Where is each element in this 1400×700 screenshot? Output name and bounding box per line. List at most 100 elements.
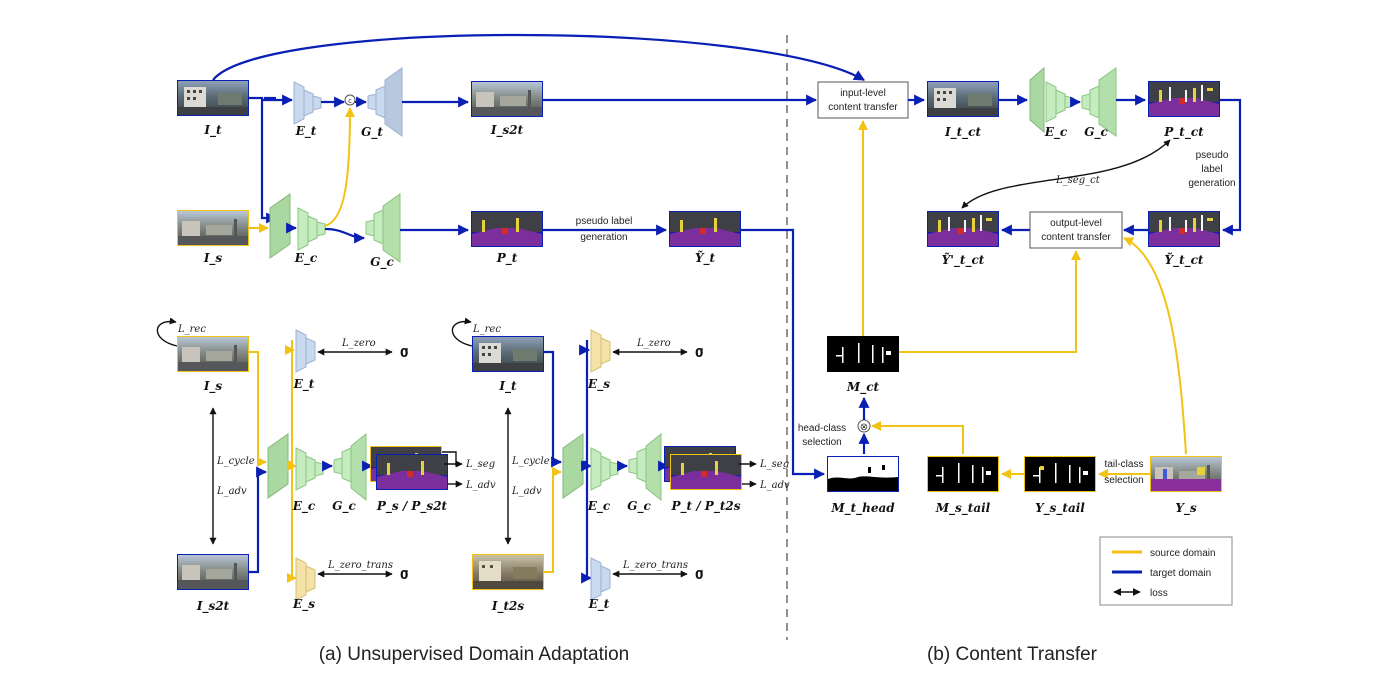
label-Is2t: I_s2t [490,123,524,138]
image-It2s [472,554,544,590]
image-Yprime-t-ct [927,211,999,247]
image-Ys [1150,456,1222,492]
label-Ys: Y_s [1175,501,1197,516]
label-It: I_t [203,123,222,138]
shared-block-top [269,193,291,259]
loss-zero-trans-a2: L_zero_trans [622,560,688,571]
pseudo-text: pseudo [1196,150,1229,161]
loss-adv-a2: L_adv [759,480,790,491]
label-Gc-ct: G_c [1084,125,1108,140]
image-Is2t [471,81,543,117]
label-Gt: G_t [361,125,383,140]
image-Pt-Pt2s [664,446,742,490]
loss-seg-a2: L_seg [759,459,789,470]
output-level-transfer-box [1029,211,1123,249]
label-Is2t-bottom: I_s2t [196,599,230,614]
image-Pt-ct [1148,81,1220,117]
decoder-Gc-a1 [333,432,367,502]
image-Ps-Ps2t [370,446,448,490]
label-Ec: E_c [294,251,318,266]
shared-block-a1 [267,433,289,499]
arc-It-to-input-transfer [212,33,865,81]
loss-zero-a2: L_zero [636,338,671,349]
label-It-bottom: I_t [498,379,517,394]
head-class-line2: selection [802,437,841,448]
label-Mct: M_ct [846,380,880,395]
label-Ec-a2: E_c [587,499,611,514]
encoder-Ec-ct [1029,66,1074,134]
shared-block-a2 [562,433,584,499]
label-Gc: G_c [370,255,394,270]
loss-adv-left: L_adv [216,486,247,497]
head-class-line1: head-class [798,423,846,434]
image-It [177,80,249,116]
label-Ys-tail: Y_s_tail [1035,501,1085,516]
image-Yt-ct [1148,211,1220,247]
loss-adv-right: L_adv [511,486,542,497]
legend-loss-label: loss [1150,588,1168,599]
image-It-ct [927,81,999,117]
tail-class-line2: selection [1104,475,1143,486]
label-Is-bottom: I_s [203,379,223,394]
image-Mt-head [827,456,899,492]
decoder-Gc-a2 [628,432,662,502]
label-text: label [1201,164,1222,175]
arrow-Ec-to-concat [324,107,355,227]
label-Ec-a1: E_c [292,499,316,514]
image-Ys-tail [1024,456,1096,492]
loss-seg-a1: L_seg [465,459,495,470]
label-Mt-head: M_t_head [830,501,895,516]
loss-rec-arc [156,317,178,347]
decoder-Gc-ct [1081,67,1117,137]
decoder-Gc [365,193,401,263]
pseudo-label-text-1: pseudo label [576,216,633,227]
label-Et-a2: E_t [588,597,610,612]
encoder-Ec-a2 [590,447,619,491]
image-Pt [471,211,543,247]
loss-cycle-right: L_cycle [511,456,550,467]
label-It2s: I_t2s [491,599,525,614]
label-Gc-a2: G_c [627,499,651,514]
generation-text: generation [1188,178,1235,189]
label-Ec-ct: E_c [1044,125,1068,140]
loss-adv-a1: L_adv [465,480,496,491]
multiply-symbol: ⊗ [860,422,868,433]
loss-seg-ct-arc [961,139,1171,209]
encoder-Et [293,81,322,125]
image-Mct [827,336,899,372]
input-level-line2: content transfer [828,102,898,113]
label-Yprime-t-ct: Ỹ'_t_ct [942,252,985,268]
zero-vec-a2b: 0⃗ [695,568,703,582]
label-Et: E_t [295,124,317,139]
label-Is: I_s [203,251,223,266]
label-Es-a1: E_s [292,597,315,612]
decoder-Gt [367,67,403,137]
encoder-Ec-a1 [295,447,324,491]
loss-seg-ct: L_seg_ct [1055,175,1101,186]
label-Et-a1: E_t [293,377,315,392]
encoder-Es-a1 [295,557,316,601]
zero-vec-a1b: 0⃗ [400,568,408,582]
tail-class-line1: tail-class [1105,459,1144,470]
pseudo-label-text-2: generation [580,232,627,243]
label-Pt: P_t [496,251,518,266]
arrow-Yt-to-Mt-head [741,228,826,480]
loss-rec-left: L_rec [177,324,206,335]
output-level-line2: content transfer [1041,232,1111,243]
image-Is [177,210,249,246]
zero-vec-a1: 0⃗ [400,346,408,360]
concat-label: c [348,97,352,105]
legend-target-label: target domain [1150,568,1211,579]
input-level-line1: input-level [840,88,886,99]
label-Ps-Ps2t: P_s / P_s2t [376,499,448,514]
image-Is2t-bottom [177,554,249,590]
loss-rec-right: L_rec [472,324,501,335]
loss-zero-trans-a1: L_zero_trans [327,560,393,571]
image-Is-bottom [177,336,249,372]
zero-vec-a2: 0⃗ [695,346,703,360]
label-Es-a2: E_s [587,377,610,392]
encoder-Ec [297,207,326,251]
arrow-Mct-to-output-transfer [899,250,1081,353]
label-Pt-Pt2s: P_t / P_t2s [671,499,741,514]
